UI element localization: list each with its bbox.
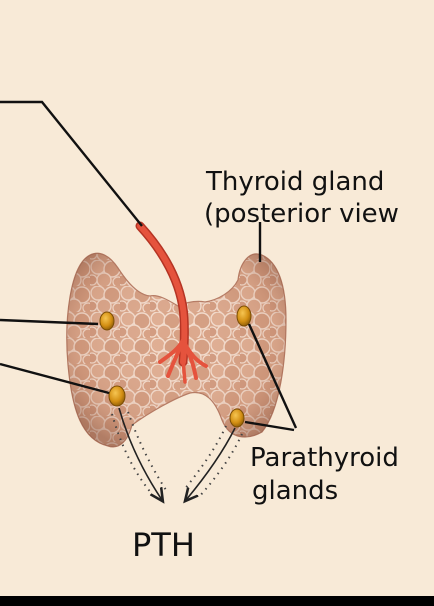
label-parathyroid: Parathyroid bbox=[250, 443, 399, 473]
leader-lines bbox=[0, 100, 298, 432]
label-pth: PTH bbox=[132, 526, 195, 564]
parathyroid-gland-lower-right bbox=[229, 408, 245, 428]
parathyroid-glands bbox=[99, 305, 252, 428]
pth-secretion-arrows bbox=[111, 407, 243, 500]
leader-line-parathyroid-lower-right bbox=[244, 420, 295, 432]
dotted-arrow-icon bbox=[111, 407, 167, 500]
label-posterior-view: (posterior view bbox=[204, 199, 399, 229]
label-glands: glands bbox=[252, 476, 338, 506]
parathyroid-gland-upper-right bbox=[236, 305, 252, 327]
leader-line-artery bbox=[0, 100, 143, 227]
leader-line-parathyroid-upper-right bbox=[247, 323, 298, 429]
parathyroid-gland-lower-left bbox=[108, 385, 126, 407]
leader-line-lower-parathyroid bbox=[0, 362, 110, 395]
parathyroid-gland-upper-left bbox=[99, 311, 115, 331]
thyroid-artery bbox=[135, 221, 208, 384]
label-thyroid-gland: Thyroid gland bbox=[205, 167, 384, 197]
leader-line-upper-parathyroid bbox=[0, 318, 99, 326]
dotted-arrow-icon bbox=[184, 425, 243, 500]
